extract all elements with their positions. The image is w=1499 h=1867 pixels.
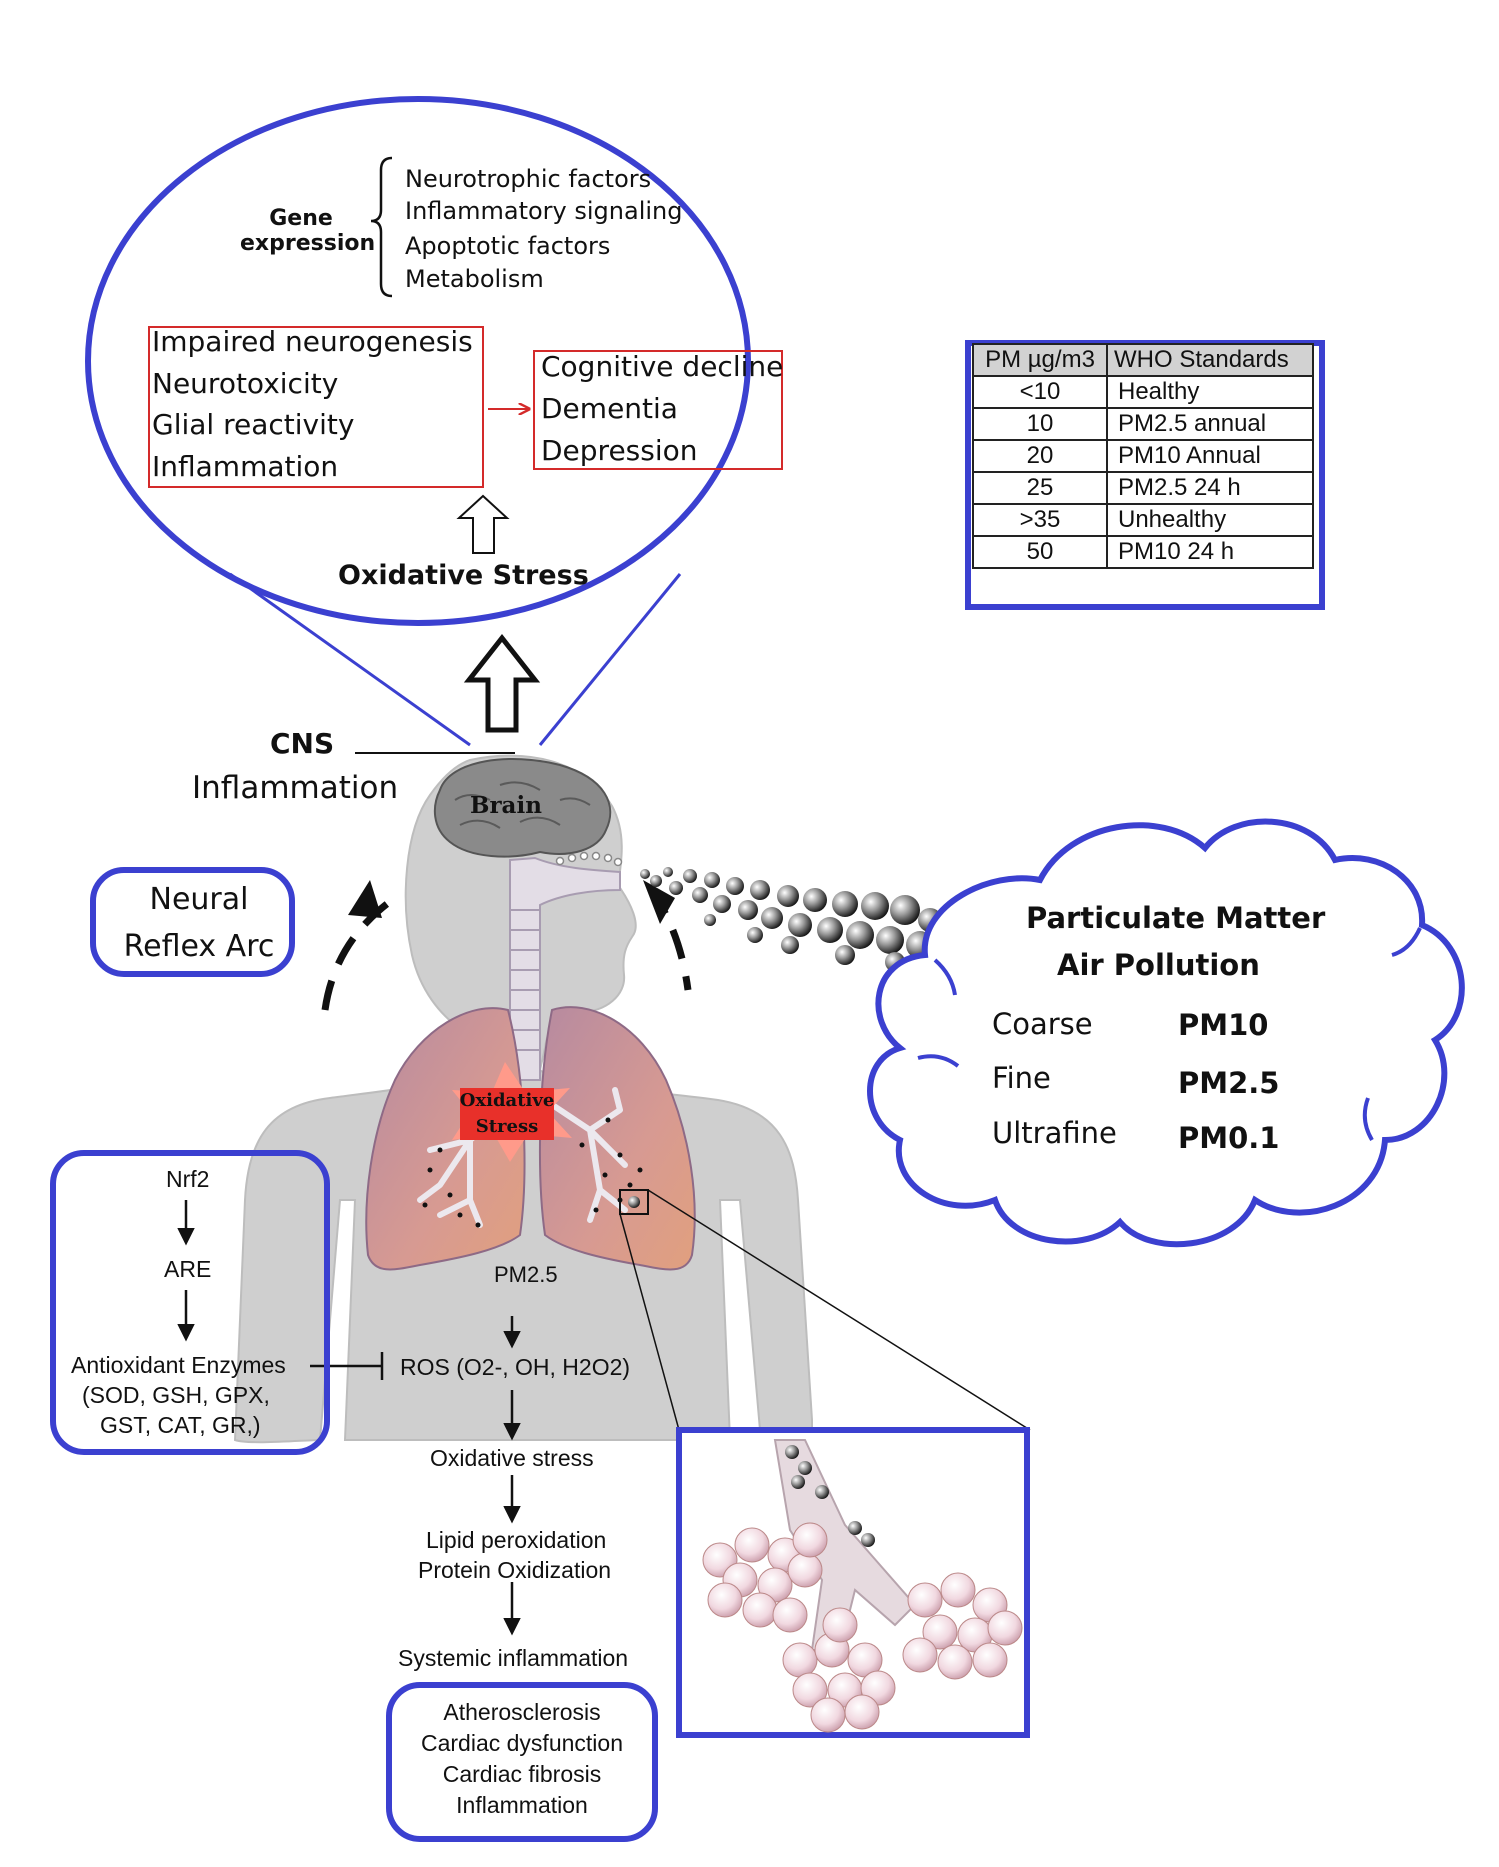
table-cell: <10 [972, 375, 1108, 409]
lung-left [365, 1007, 526, 1271]
pm-cloud [867, 818, 1465, 1248]
pm-particle-stream [640, 867, 942, 972]
cascade-lipid-peroxidation: Lipid peroxidation [426, 1527, 607, 1553]
hollow-arrow-large [463, 633, 541, 733]
brain-shape [433, 758, 612, 858]
gene-item: Inflammatory signaling [405, 197, 683, 225]
nrf2-label: Nrf2 [166, 1166, 210, 1192]
pm-size-value: PM2.5 [1178, 1066, 1280, 1100]
hollow-arrow-small [456, 494, 510, 554]
table-header: PM µg/m3 [972, 343, 1108, 377]
lung-right [539, 1006, 696, 1271]
cardio-effect: Inflammation [456, 1792, 588, 1818]
brain-effect: Impaired neurogenesis [152, 325, 473, 358]
gene-expression-brace [370, 156, 393, 298]
outcome: Cognitive decline [541, 350, 784, 383]
gene-item: Apoptotic factors [405, 232, 611, 260]
reflex-arc-left [321, 895, 398, 1011]
nrf2-pathway-box [50, 1150, 330, 1455]
gene-item: Neurotrophic factors [405, 165, 652, 193]
who-table-frame [965, 340, 1325, 610]
cascade-systemic-inflammation: Systemic inflammation [398, 1645, 629, 1671]
are-label: ARE [164, 1256, 212, 1282]
lung-oxidative-stress-label: Oxidative Stress [459, 1090, 555, 1137]
cascade-pm25: PM2.5 [494, 1262, 558, 1287]
brain-effect: Glial reactivity [152, 408, 355, 441]
brain-effect: Inflammation [152, 450, 339, 483]
airway [509, 856, 621, 1081]
brain-effect: Neurotoxicity [152, 367, 339, 400]
pm-cloud-title: Particulate Matter [1026, 901, 1326, 935]
table-cell: Unhealthy [1106, 503, 1314, 537]
gene-item: Metabolism [405, 265, 544, 293]
neural-reflex-arc-box [90, 867, 295, 977]
pm-size-name: Ultrafine [992, 1116, 1117, 1150]
gene-expression-label: Gene expression [240, 206, 376, 256]
cns-leader-line [355, 752, 515, 754]
oxidative-stress-title: Oxidative Stress [338, 560, 589, 591]
table-cell: 25 [972, 471, 1108, 505]
zoom-line-right [538, 573, 682, 746]
brain-effects-box [148, 326, 484, 488]
brain-zoom-ellipse [85, 96, 751, 626]
table-cell: 10 [972, 407, 1108, 441]
cascade-ros: ROS (O2-, OH, H2O2) [400, 1354, 631, 1380]
table-cell: PM10 Annual [1106, 439, 1314, 473]
cns-inflammation-label: Inflammation [192, 770, 399, 806]
pm-size-name: Coarse [992, 1007, 1093, 1041]
neural-reflex-arc-label: Neural Reflex Arc [123, 882, 275, 964]
table-header-row: PM µg/m3 WHO Standards [972, 343, 1314, 377]
outcome: Depression [541, 434, 698, 467]
alveoli-clusters [702, 1445, 1023, 1733]
cardio-effect: Atherosclerosis [443, 1699, 601, 1725]
pm-size-value: PM10 [1178, 1008, 1269, 1042]
cardio-effects-box [386, 1682, 658, 1842]
table-header: WHO Standards [1106, 343, 1314, 377]
cascade-protein-oxidization: Protein Oxidization [418, 1557, 612, 1583]
table-cell: PM2.5 annual [1106, 407, 1314, 441]
table-cell: PM2.5 24 h [1106, 471, 1314, 505]
cascade-oxidative-stress: Oxidative stress [430, 1445, 594, 1471]
outcomes-box [533, 350, 783, 470]
zoom-line-left [229, 572, 471, 747]
pm-size-value: PM0.1 [1178, 1121, 1280, 1155]
table-cell: PM10 24 h [1106, 535, 1314, 569]
table-cell: Healthy [1106, 375, 1314, 409]
zoom-square [619, 1189, 649, 1215]
cardio-effect: Cardiac fibrosis [442, 1761, 602, 1787]
antioxidant-enzymes-label: Antioxidant Enzymes [71, 1352, 286, 1378]
cns-label: CNS [270, 727, 335, 760]
table-cell: 20 [972, 439, 1108, 473]
table-cell: 50 [972, 535, 1108, 569]
cardio-effect: Cardiac dysfunction [421, 1730, 623, 1756]
pm-size-name: Fine [992, 1061, 1051, 1095]
outcome: Dementia [541, 392, 678, 425]
pm-cloud-subtitle: Air Pollution [1057, 948, 1260, 982]
brain-label: Brain [470, 792, 542, 819]
antioxidant-enzymes-list: (SOD, GSH, GPX, [82, 1382, 270, 1408]
table-cell: >35 [972, 503, 1108, 537]
antioxidant-enzymes-list: GST, CAT, GR,) [100, 1412, 261, 1438]
